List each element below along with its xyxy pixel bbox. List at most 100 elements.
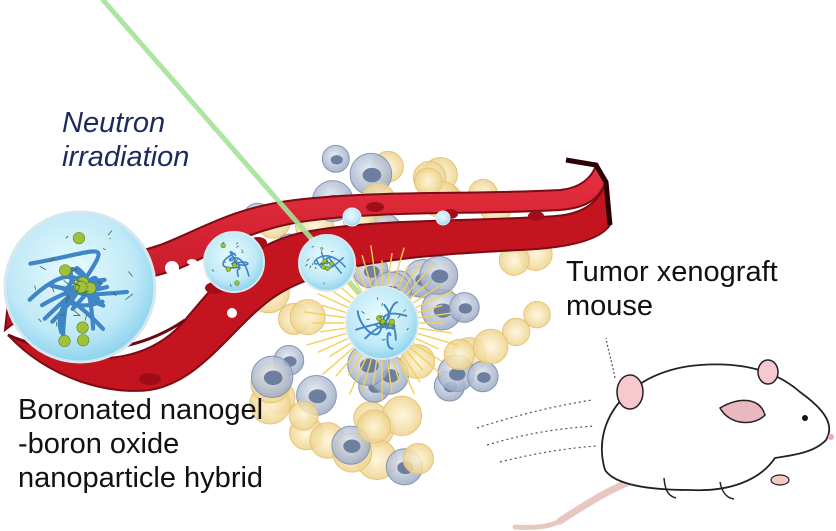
- boron-chain: [391, 328, 395, 330]
- tumor-cell-nucleus: [431, 269, 449, 283]
- tumor-cell-nucleus: [449, 367, 466, 381]
- boron-particle: [225, 266, 231, 272]
- neutron-label-line-2: irradiation: [62, 141, 190, 174]
- hybrid-label-line-2: -boron oxide: [18, 428, 180, 461]
- radiation-ray: [401, 354, 421, 383]
- boron-chain: [319, 247, 323, 249]
- boron-chain: [82, 290, 89, 293]
- radiation-ray: [317, 338, 349, 353]
- boron-chain: [381, 339, 386, 341]
- radiation-ray: [361, 358, 372, 391]
- nanogel-particle-vessel-2: [298, 234, 356, 292]
- boron-particle: [325, 265, 330, 271]
- radiation-ray: [417, 333, 458, 346]
- boron-chain: [241, 249, 244, 252]
- boron-particle: [220, 242, 226, 249]
- boron-chain: [309, 265, 312, 269]
- tumor-cell: [501, 317, 531, 347]
- boron-chain: [330, 250, 334, 253]
- boron-chain: [97, 280, 104, 285]
- boron-chain: [383, 321, 386, 325]
- boron-particle: [72, 232, 85, 245]
- boron-chain: [379, 316, 382, 318]
- boron-chain: [63, 280, 69, 285]
- boron-particle: [77, 334, 90, 347]
- boron-chain: [406, 327, 409, 331]
- radiation-ray: [304, 311, 346, 319]
- neutron-irradiation-label: Neutron irradiation: [62, 106, 189, 174]
- boron-chain: [361, 311, 365, 314]
- tumor-cell-nucleus: [330, 155, 343, 165]
- tumor-label-line-2: mouse: [566, 290, 654, 323]
- nanogel-particle-small-1: [342, 207, 362, 227]
- radiation-ray: [317, 293, 349, 308]
- boron-chain: [51, 286, 55, 293]
- boron-chain: [235, 258, 239, 262]
- boron-chain: [84, 314, 88, 321]
- tumor-xenograft-label: Tumor xenograft mouse: [566, 255, 778, 323]
- tumor-cell-nucleus: [308, 389, 327, 404]
- radiation-ray: [370, 245, 378, 287]
- nanogel-particle-small-2: [435, 210, 451, 226]
- boron-chain: [66, 293, 71, 299]
- polymer-strand: [27, 274, 74, 302]
- radiation-ray: [415, 289, 454, 308]
- boron-chain: [221, 241, 225, 244]
- boron-chain: [320, 248, 324, 251]
- radiation-ray: [418, 312, 452, 319]
- boron-chain: [314, 266, 317, 270]
- radiation-ray: [410, 281, 430, 299]
- boron-chain: [77, 283, 81, 288]
- tumor-cell: [523, 300, 551, 329]
- polymer-strand: [28, 249, 101, 290]
- radiation-ray: [329, 342, 351, 358]
- radiation-ray: [413, 284, 442, 304]
- hybrid-label-line-3: nanoparticle hybrid: [18, 462, 264, 495]
- polymer-strand: [386, 331, 394, 350]
- boron-chain: [34, 285, 37, 290]
- boron-chain: [107, 230, 113, 236]
- boron-chain: [381, 302, 383, 306]
- radiation-ray: [413, 342, 442, 362]
- boron-chain: [230, 283, 232, 287]
- nanogel-particle-target: [345, 286, 419, 360]
- radiation-ray: [335, 351, 358, 377]
- motion-lines: [476, 399, 597, 463]
- radiation-ray: [415, 338, 440, 350]
- radiation-ray: [417, 304, 443, 313]
- boron-chain: [65, 235, 69, 239]
- tumor-cell-nucleus: [477, 372, 491, 383]
- boron-chain: [379, 321, 381, 325]
- boron-particle: [322, 258, 328, 264]
- boron-chain: [381, 315, 385, 318]
- polymer-strand: [63, 297, 106, 331]
- boron-chain: [311, 246, 315, 248]
- boron-chain: [236, 242, 238, 245]
- radiation-ray: [386, 253, 393, 287]
- radiation-ray: [406, 351, 424, 371]
- boron-chain: [73, 310, 81, 317]
- boron-particle: [59, 264, 72, 277]
- boron-chain: [379, 322, 383, 326]
- boron-particle: [232, 262, 238, 268]
- nanogel-particle-large: [3, 210, 157, 364]
- boron-chain: [402, 309, 407, 312]
- radiation-ray: [355, 265, 367, 290]
- neutron-label-line-1: Neutron: [62, 107, 166, 139]
- tumor-cell: [443, 338, 476, 371]
- boron-particle: [376, 315, 383, 322]
- boron-chain: [65, 296, 69, 304]
- tumor-cell: [414, 167, 443, 197]
- radiation-ray: [410, 347, 442, 375]
- tumor-label-line-1: Tumor xenograft: [566, 256, 778, 288]
- boron-chain: [319, 262, 323, 265]
- polymer-strand: [356, 310, 383, 336]
- boron-chain: [326, 269, 329, 272]
- radiation-ray: [347, 354, 363, 376]
- radiation-ray: [322, 347, 354, 375]
- tumor-cell: [356, 409, 392, 444]
- boron-particle: [328, 261, 334, 267]
- boron-chain: [39, 266, 47, 271]
- boron-chain: [306, 258, 310, 262]
- radiation-ray: [406, 263, 434, 295]
